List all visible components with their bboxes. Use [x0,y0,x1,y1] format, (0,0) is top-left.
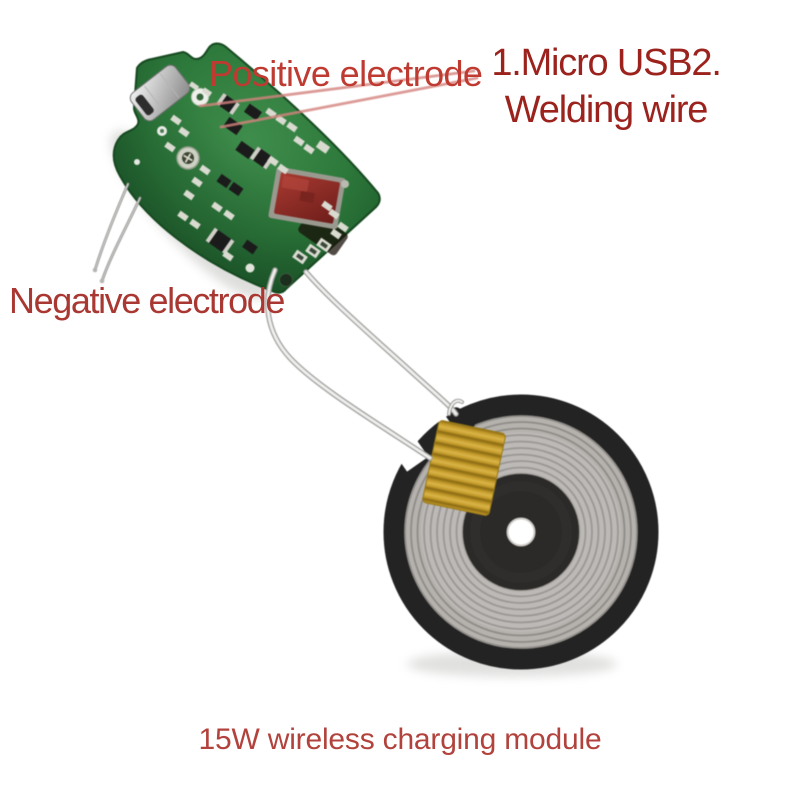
coil-lead-wire [266,268,432,460]
charging-coil [383,394,659,670]
probe-wire [101,197,141,282]
wire-solder-pad [292,237,332,265]
probe-wire [94,183,129,271]
micro-usb-connector [129,64,191,122]
smd-chip [205,227,235,255]
negative-probe-wires [92,182,142,284]
solder-dot [134,159,140,165]
ring-gap [395,440,429,472]
red-capacitor [268,166,346,230]
label-welding-wire-line2: Welding wire [504,89,709,131]
leader-line [219,76,479,129]
coil-winding-sheen [421,432,621,632]
trim-screw [176,146,200,170]
caption-product-title: 15W wireless charging module [198,723,602,756]
label-positive-electrode: Positive electrode [209,53,483,94]
smd-chip [216,173,232,189]
coil-lead-wires [264,267,464,461]
probe-tip [92,267,98,273]
smd-chip [243,103,263,121]
coil-outer-ring [383,394,659,670]
solder-dot [245,263,255,273]
leader-line [198,69,476,108]
coil-lead-wire [304,270,458,416]
wire-end-curl [448,399,463,415]
coil-center-hole [506,517,536,547]
usb-opening-slot [135,94,154,116]
smd-chip [235,140,255,160]
smd-chip [228,181,244,197]
mounting-hole [157,126,167,136]
corner-hole [279,273,293,287]
probe-tip [99,278,105,284]
leader-lines [198,69,479,129]
label-micro-usb-welding-wire: 1.Micro USB2. Welding wire [487,40,725,134]
label-micro-usb-line1: 1.Micro USB2. [491,42,722,84]
smd-component [341,180,349,188]
label-negative-electrode: Negative electrode [9,280,285,321]
smd-chip [242,239,258,255]
kapton-tape [422,420,506,516]
coil-inner-swirl [470,481,572,583]
